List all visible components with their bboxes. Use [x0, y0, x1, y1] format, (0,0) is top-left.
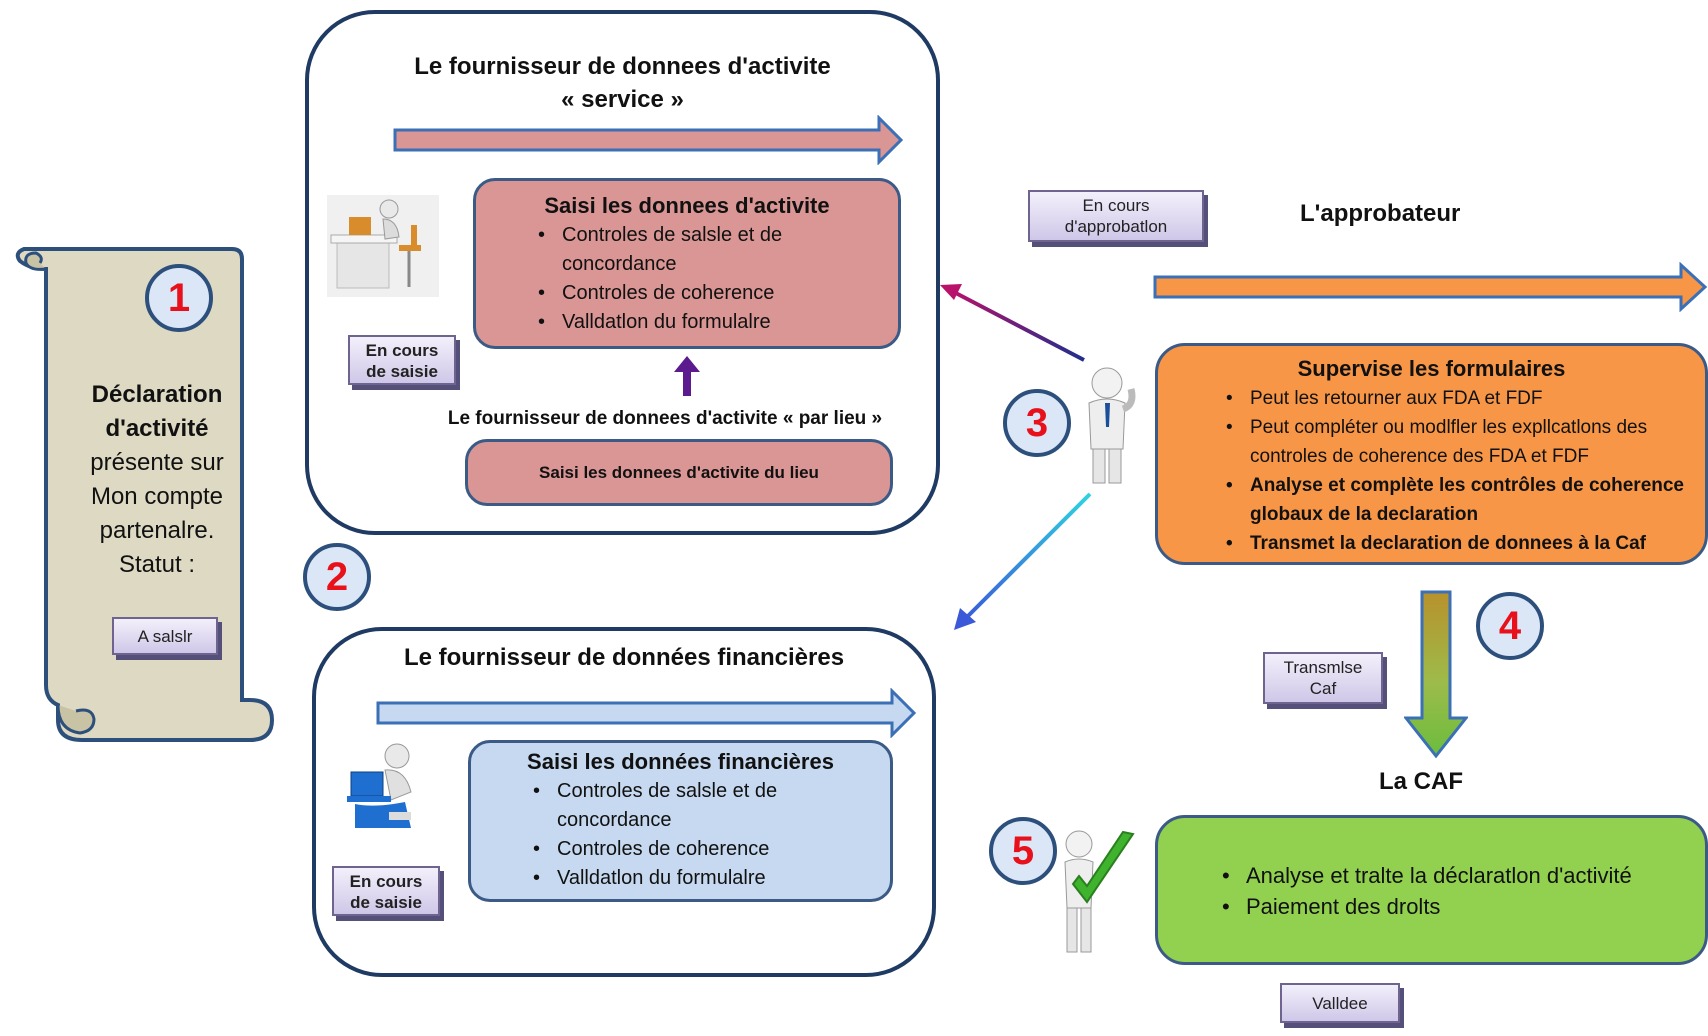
status-chip-transmise-caf: Transmlse Caf	[1263, 652, 1383, 704]
approbateur-title: L'approbateur	[1300, 200, 1461, 227]
supervise-bullet-1: Peut les retourner aux FDA et FDF	[1226, 384, 1708, 413]
scroll-line-2: d'activité	[105, 415, 209, 442]
approbateur-timeline-arrow	[1153, 262, 1708, 312]
fda-service-title-line1: Le fournisseur de donnees d'activite	[414, 53, 831, 80]
fda-service-box-title: Saisi les donnees d'activite	[544, 193, 830, 218]
status-chip-transmise-line2: Caf	[1309, 679, 1337, 698]
step-5-badge: 5	[989, 817, 1057, 885]
fda-service-title-line2: « service »	[561, 86, 684, 113]
fda-bullet-1: Controles de salsle et de concordance	[538, 221, 862, 279]
fda-bullet-3: Valldatlon du formulalre	[538, 308, 862, 337]
caf-bullet-1: Analyse et tralte la déclaratlon d'activ…	[1222, 860, 1708, 891]
supervise-bullet-3: Analyse et complète les contrôles de coh…	[1226, 471, 1708, 529]
status-chip-en-cours-approbation: En cours d'approbatlon	[1028, 190, 1204, 242]
caf-bullet-2: Paiement des drolts	[1222, 891, 1708, 922]
status-chip-fda-line2: de saisie	[366, 362, 438, 381]
fda-timeline-arrow	[393, 115, 904, 165]
scroll-line-3: présente sur	[90, 449, 224, 476]
par-lieu-box: Saisi les donnees d'activite du lieu	[465, 439, 893, 506]
step-4-badge: 4	[1476, 592, 1544, 660]
caf-box: Analyse et tralte la déclaratlon d'activ…	[1155, 815, 1708, 965]
par-lieu-title: Le fournisseur de donnees d'activite « p…	[447, 408, 883, 429]
fdf-box: Saisi les données financières Controles …	[468, 740, 893, 902]
par-lieu-box-label: Saisi les donnees d'activite du lieu	[539, 463, 819, 482]
step-3-badge: 3	[1003, 389, 1071, 457]
thinking-person-icon	[1088, 367, 1136, 484]
status-chip-fdf-en-cours: En cours de saisie	[332, 866, 440, 916]
scroll-line-6: Statut :	[118, 551, 196, 578]
par-lieu-up-arrow	[674, 356, 700, 396]
fdf-box-title: Saisi les données financières	[527, 749, 834, 774]
status-chip-a-saisir: A salslr	[112, 617, 218, 655]
scroll-line-5: partenalre.	[99, 517, 215, 544]
status-chip-fdf-line2: de saisie	[350, 893, 422, 912]
status-chip-validee: Valldee	[1280, 983, 1400, 1023]
status-chip-fda-line1: En cours	[365, 341, 439, 360]
connector-arrows	[940, 284, 1092, 630]
person-at-desk-icon	[327, 195, 439, 297]
supervise-box-title: Supervise les formulaires	[1297, 356, 1566, 381]
scroll-line-4: Mon compte	[90, 483, 224, 510]
checkmark-person-icon	[1064, 830, 1135, 953]
supervise-box: Supervise les formulaires Peut les retou…	[1155, 343, 1708, 565]
fdf-bullet-2: Controles de coherence	[533, 835, 857, 864]
fdf-bullet-1: Controles de salsle et de concordance	[533, 777, 857, 835]
fda-service-title: Le fournisseur de donnees d'activite « s…	[309, 50, 936, 116]
step-2-badge: 2	[303, 543, 371, 611]
caf-title: La CAF	[1379, 768, 1463, 795]
step-1-badge: 1	[145, 264, 213, 332]
fdf-bullet-3: Valldatlon du formulalre	[533, 864, 857, 893]
transmit-down-arrow	[1404, 590, 1468, 759]
person-at-laptop-icon	[347, 743, 412, 828]
fdf-title: Le fournisseur de données financières	[403, 644, 845, 671]
status-chip-fdf-line1: En cours	[349, 872, 423, 891]
status-chip-transmise-line1: Transmlse	[1283, 658, 1363, 677]
supervise-bullet-4: Transmet la declaration de donnees à la …	[1226, 529, 1708, 558]
status-chip-approbation-line1: En cours	[1082, 196, 1150, 215]
scroll-line-1: Déclaration	[91, 381, 223, 408]
fdf-timeline-arrow	[376, 688, 917, 738]
fda-bullet-2: Controles de coherence	[538, 279, 862, 308]
status-chip-fda-en-cours: En cours de saisie	[348, 335, 456, 385]
supervise-bullet-2: Peut compléter ou modlfler les expllcatl…	[1226, 413, 1708, 471]
status-chip-approbation-line2: d'approbatlon	[1064, 217, 1168, 236]
scroll-text: Déclaration d'activité présente sur Mon …	[52, 378, 262, 582]
fda-service-box: Saisi les donnees d'activite Controles d…	[473, 178, 901, 349]
